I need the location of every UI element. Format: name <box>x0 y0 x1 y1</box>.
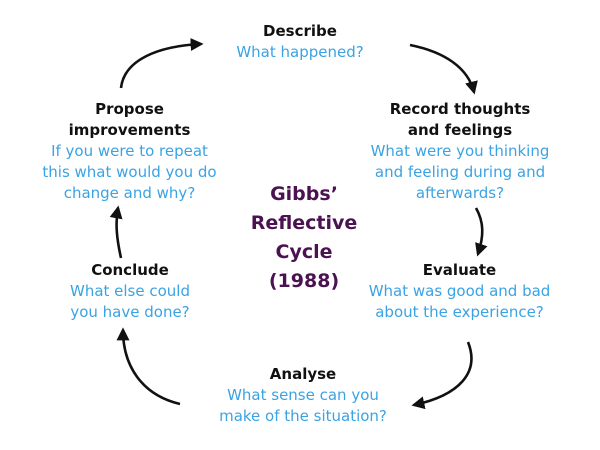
node-title: Evaluate <box>422 261 497 279</box>
diagram-title: Gibbs’ Reflective Cycle (1988) <box>250 183 358 292</box>
node-title: Analyse <box>269 365 337 383</box>
node-description: What were you thinking and feeling durin… <box>370 142 550 202</box>
node-conclude: Conclude What else could you have done? <box>45 260 215 323</box>
node-describe: Describe What happened? <box>205 21 395 63</box>
arrow-conclude-to-propose <box>109 205 123 259</box>
node-description: What happened? <box>236 43 364 61</box>
node-description: What was good and bad about the experien… <box>368 282 551 321</box>
node-title: Record thoughts and feelings <box>389 100 531 139</box>
arrow-describe-to-record <box>409 43 478 95</box>
arrow-propose-to-describe <box>119 37 204 89</box>
node-description: If you were to repeat this what would yo… <box>42 142 217 202</box>
node-title: Describe <box>263 22 337 40</box>
node-title: Propose improvements <box>68 100 191 139</box>
node-title: Conclude <box>91 261 169 279</box>
node-description: What else could you have done? <box>69 282 190 321</box>
arrow-analyse-to-conclude <box>116 327 181 406</box>
node-description: What sense can you make of the situation… <box>219 386 387 425</box>
node-analyse: Analyse What sense can you make of the s… <box>198 364 408 427</box>
node-propose-improvements: Propose improvements If you were to repe… <box>22 99 237 204</box>
arrow-record-to-evaluate <box>474 207 488 257</box>
node-evaluate: Evaluate What was good and bad about the… <box>352 260 567 323</box>
node-record-thoughts: Record thoughts and feelings What were y… <box>350 99 570 204</box>
arrow-evaluate-to-analyse <box>411 341 473 410</box>
